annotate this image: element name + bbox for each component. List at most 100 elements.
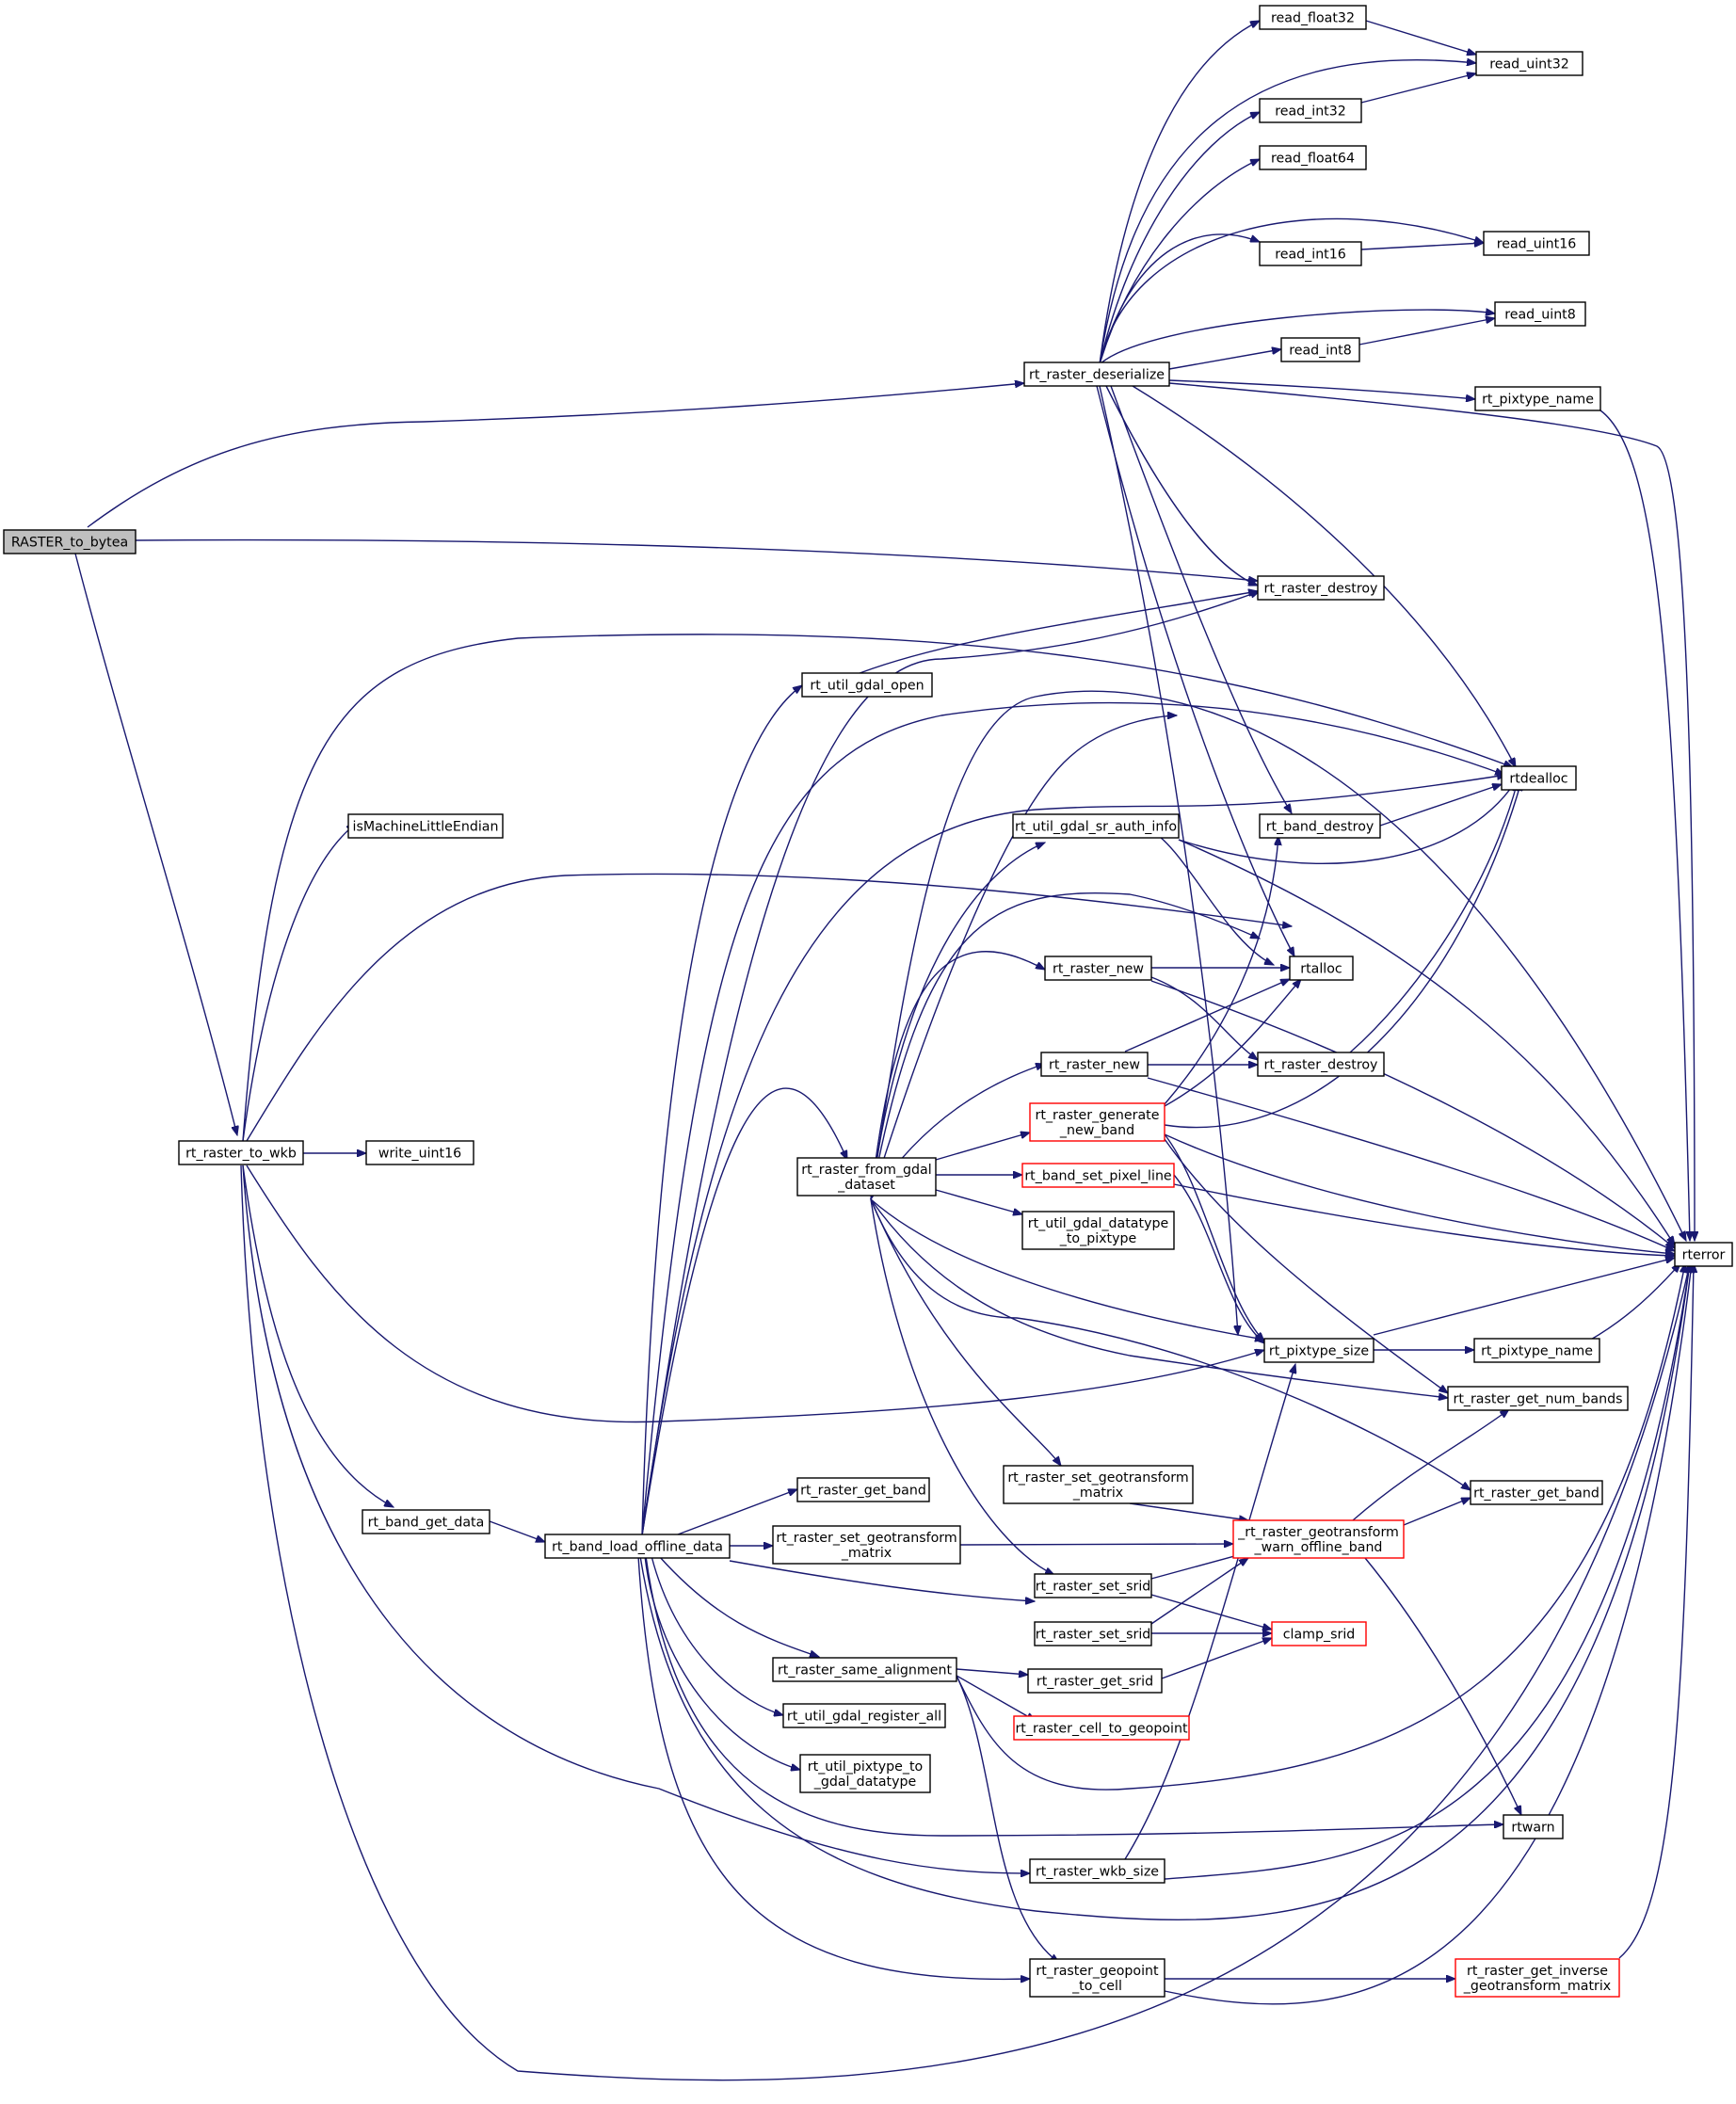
node-rt-util-gdal-open[interactable]: rt_util_gdal_open — [801, 672, 933, 698]
node-rt-raster-from-gdal-dataset[interactable]: rt_raster_from_gdal _dataset — [796, 1157, 937, 1197]
edge — [1360, 243, 1484, 250]
edge — [870, 1198, 1061, 1466]
node-label: rt_raster_destroy — [1264, 582, 1378, 597]
node-label: _warn_offline_band — [1254, 1540, 1383, 1555]
node-rt-raster-same-alignment[interactable]: rt_raster_same_alignment — [772, 1657, 957, 1682]
node-label: rt_raster_set_srid — [1036, 1628, 1151, 1643]
node-rt-band-get-data[interactable]: rt_band_get_data — [362, 1509, 490, 1534]
node-rt-raster-get-num-bands[interactable]: rt_raster_get_num_bands — [1447, 1386, 1629, 1411]
edge — [1150, 976, 1258, 1060]
node-read-int8[interactable]: read_int8 — [1280, 337, 1360, 362]
node-rtwarn[interactable]: rtwarn — [1503, 1814, 1564, 1839]
edge — [870, 1198, 1264, 1340]
node-rt-raster-new[interactable]: rt_raster_new — [1044, 956, 1152, 981]
node-rt-pixtype-name[interactable]: rt_pixtype_name — [1474, 386, 1601, 411]
node-rt-raster-get-band[interactable]: rt_raster_get_band — [796, 1477, 930, 1502]
edge — [641, 775, 1506, 1536]
node-rt-raster-destroy[interactable]: rt_raster_destroy — [1257, 575, 1385, 601]
node-rt-raster-geopoint-to-cell[interactable]: rt_raster_geopoint _to_cell — [1029, 1958, 1165, 1998]
node-rt-raster-geotransform-warn-offline-band[interactable]: _rt_raster_geotransform _warn_offline_ba… — [1232, 1519, 1405, 1559]
edge — [246, 873, 1292, 1142]
node-rtalloc[interactable]: rtalloc — [1289, 956, 1354, 981]
edge — [651, 1555, 783, 1715]
node-read-float32[interactable]: read_float32 — [1259, 5, 1367, 30]
node-label: _gdal_datatype — [813, 1775, 917, 1790]
edge — [1599, 410, 1690, 1241]
node-rt-band-set-pixel-line[interactable]: rt_band_set_pixel_line — [1021, 1163, 1175, 1188]
edge — [1164, 1263, 1692, 2005]
node-write-uint16[interactable]: write_uint16 — [365, 1140, 474, 1165]
node-label: _dataset — [837, 1178, 895, 1193]
node-label: rtdealloc — [1509, 772, 1567, 787]
node-rt-raster-cell-to-geopoint[interactable]: rt_raster_cell_to_geopoint — [1013, 1715, 1190, 1741]
edge — [870, 1198, 1448, 1398]
node-rt-raster-get-inverse-geotransform-matrix[interactable]: rt_raster_get_inverse _geotransform_matr… — [1455, 1958, 1620, 1998]
node-rt-raster-get-srid[interactable]: rt_raster_get_srid — [1027, 1668, 1163, 1694]
node-read-int16[interactable]: read_int16 — [1259, 241, 1362, 266]
node-rt-util-gdal-datatype-to-pixtype[interactable]: rt_util_gdal_datatype _to_pixtype — [1021, 1211, 1175, 1250]
node-read-uint16[interactable]: read_uint16 — [1483, 231, 1590, 256]
nodes: RASTER_to_bytea rt_raster_to_wkb rt_rast… — [3, 5, 1733, 1998]
node-label: read_uint8 — [1504, 308, 1576, 323]
edge — [1110, 385, 1292, 813]
node-ismachinelittleendian[interactable]: isMachineLittleEndian — [347, 813, 504, 839]
node-rt-raster-new[interactable]: rt_raster_new — [1040, 1052, 1149, 1077]
node-label: rtwarn — [1511, 1821, 1554, 1836]
node-label: rt_raster_get_band — [1473, 1486, 1599, 1502]
node-label: RASTER_to_bytea — [11, 536, 128, 551]
node-rt-util-gdal-sr-auth-info[interactable]: rt_util_gdal_sr_auth_info — [1012, 813, 1180, 839]
node-label: read_uint32 — [1489, 57, 1569, 72]
edge — [1099, 60, 1476, 365]
node-read-int32[interactable]: read_int32 — [1259, 98, 1362, 123]
node-label: rt_raster_get_srid — [1037, 1675, 1153, 1690]
node-label: rt_band_load_offline_data — [552, 1540, 723, 1555]
node-label: rt_raster_set_geotransform — [776, 1531, 956, 1546]
node-rt-raster-destroy[interactable]: rt_raster_destroy — [1257, 1052, 1385, 1077]
node-rt-band-destroy[interactable]: rt_band_destroy — [1259, 813, 1381, 839]
node-clamp-srid[interactable]: clamp_srid — [1271, 1621, 1367, 1646]
edge — [1618, 1263, 1694, 1959]
edge — [641, 701, 1504, 1536]
node-label: rt_raster_new — [1049, 1058, 1140, 1073]
node-rt-band-load-offline-data[interactable]: rt_band_load_offline_data — [544, 1534, 731, 1559]
node-rt-raster-set-geotransform-matrix[interactable]: rt_raster_set_geotransform _matrix — [772, 1525, 961, 1565]
edge — [1132, 385, 1517, 767]
node-label: rt_util_gdal_sr_auth_info — [1015, 820, 1177, 835]
edge — [1168, 349, 1281, 370]
node-rt-raster-set-srid[interactable]: rt_raster_set_srid — [1034, 1621, 1152, 1646]
edge — [242, 824, 356, 1142]
edge — [1099, 310, 1495, 365]
node-rt-raster-generate-new-band[interactable]: rt_raster_generate _new_band — [1029, 1102, 1165, 1142]
node-rt-util-pixtype-to-gdal-datatype[interactable]: rt_util_pixtype_to _gdal_datatype — [799, 1754, 931, 1793]
node-label: rt_raster_cell_to_geopoint — [1015, 1722, 1188, 1737]
edge — [677, 1489, 797, 1535]
node-rt-pixtype-size[interactable]: rt_pixtype_size — [1263, 1338, 1374, 1363]
edge — [1147, 1077, 1675, 1252]
node-read-uint32[interactable]: read_uint32 — [1475, 51, 1583, 76]
node-rt-util-gdal-register-all[interactable]: rt_util_gdal_register_all — [782, 1703, 946, 1728]
node-label: rt_raster_set_geotransform — [1007, 1470, 1188, 1486]
node-label: rt_raster_new — [1053, 962, 1144, 977]
node-raster-to-bytea[interactable]: RASTER_to_bytea — [3, 529, 137, 554]
edge — [1164, 1133, 1264, 1341]
node-rt-raster-deserialize[interactable]: rt_raster_deserialize — [1023, 361, 1170, 387]
node-label: rt_pixtype_name — [1482, 393, 1594, 408]
edge — [1168, 379, 1475, 399]
node-label: rt_band_get_data — [368, 1516, 485, 1531]
node-rt-raster-set-srid[interactable]: rt_raster_set_srid — [1034, 1573, 1152, 1598]
node-rt-raster-to-wkb[interactable]: rt_raster_to_wkb — [178, 1140, 304, 1165]
node-rt-raster-set-geotransform-matrix[interactable]: rt_raster_set_geotransform _matrix — [1003, 1465, 1194, 1504]
edge — [870, 1198, 1471, 1490]
node-read-uint8[interactable]: read_uint8 — [1494, 301, 1586, 327]
node-label: rt_raster_get_band — [800, 1484, 926, 1499]
node-rt-raster-get-band[interactable]: rt_raster_get_band — [1470, 1480, 1603, 1505]
node-label: rt_band_destroy — [1266, 820, 1374, 835]
node-label: rt_raster_destroy — [1264, 1058, 1378, 1073]
node-rt-raster-wkb-size[interactable]: rt_raster_wkb_size — [1029, 1858, 1165, 1884]
node-rt-pixtype-name[interactable]: rt_pixtype_name — [1473, 1338, 1600, 1363]
node-rtdealloc[interactable]: rtdealloc — [1501, 765, 1577, 791]
edge — [641, 591, 1260, 1536]
node-rterror[interactable]: rterror — [1674, 1242, 1733, 1267]
node-read-float64[interactable]: read_float64 — [1259, 145, 1367, 170]
